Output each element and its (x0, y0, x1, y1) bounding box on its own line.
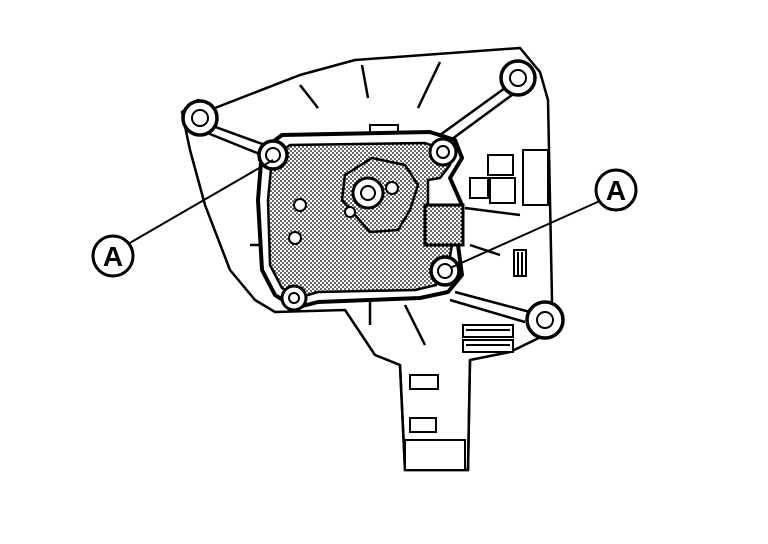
callout-leader-right (449, 199, 603, 269)
actuator-screw-top-right (428, 137, 458, 167)
body-pin-1 (293, 198, 307, 212)
actuator-screw-bottom-left (280, 284, 308, 312)
body-pin-2 (288, 231, 302, 245)
actuator-screw-bottom-right (429, 255, 461, 287)
callout-right: A (594, 168, 638, 212)
lever-pin (385, 181, 399, 195)
mounting-arms (204, 86, 531, 324)
corner-boss-top-right (499, 59, 537, 97)
lower-tab-clip-2 (409, 417, 437, 433)
right-bracket-features (369, 124, 549, 353)
body-pin-3 (344, 206, 356, 218)
callout-left: A (91, 234, 135, 278)
lower-tab-window (404, 439, 466, 471)
lower-tab-clip-1 (409, 374, 439, 390)
callout-left-label: A (103, 241, 123, 272)
corner-boss-top-left (181, 99, 219, 137)
callout-leader-left (127, 159, 274, 245)
plate-ribs (250, 61, 521, 346)
actuator-connector (423, 203, 465, 247)
actuator-screw-top-left (257, 139, 289, 171)
callout-right-label: A (606, 175, 626, 206)
corner-boss-bottom-right (525, 300, 565, 340)
output-shaft-hub (360, 185, 376, 201)
